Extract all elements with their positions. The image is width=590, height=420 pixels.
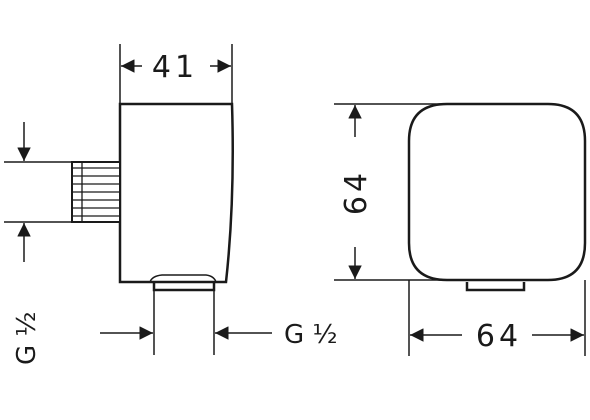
side-bottom-connector bbox=[152, 282, 216, 292]
side-view bbox=[71, 102, 234, 292]
dim-label-outlet-thread: G ½ bbox=[12, 311, 42, 365]
side-threaded-outlet bbox=[71, 161, 121, 223]
side-body-base bbox=[149, 274, 217, 283]
dim-label-front-width: 64 bbox=[476, 319, 522, 354]
dim-side-width bbox=[119, 44, 233, 104]
dim-label-bottom-thread: G ½ bbox=[284, 320, 338, 350]
dim-front-width bbox=[408, 280, 586, 356]
front-body-outline bbox=[407, 102, 587, 282]
dim-label-41: 41 bbox=[152, 50, 198, 85]
dim-outlet-thread bbox=[4, 122, 72, 262]
front-view bbox=[407, 102, 587, 292]
front-bottom-connector bbox=[465, 282, 526, 292]
dim-front-height bbox=[334, 103, 447, 281]
dim-bottom-thread bbox=[100, 290, 272, 355]
side-body-outline bbox=[118, 102, 234, 284]
dim-label-front-height: 64 bbox=[339, 169, 374, 215]
